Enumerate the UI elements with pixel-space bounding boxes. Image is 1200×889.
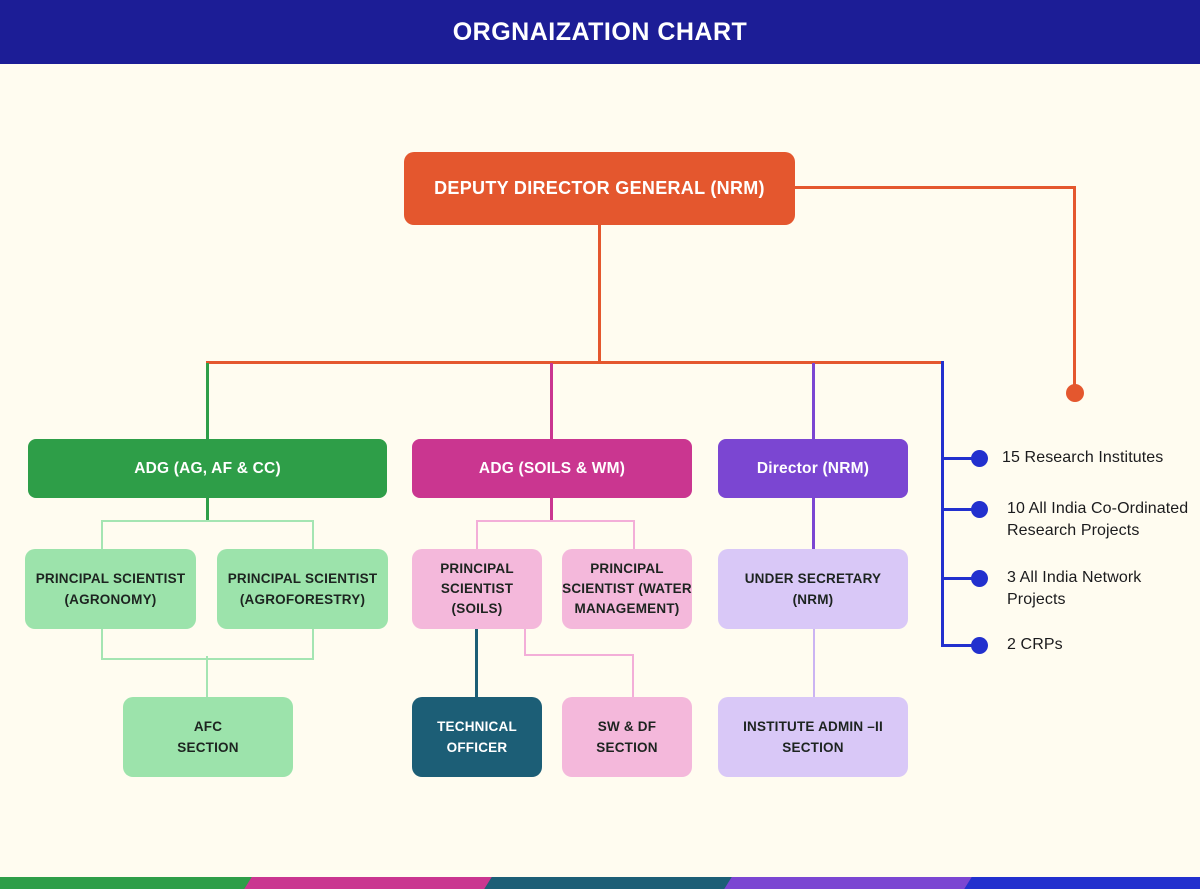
- node-label: PRINCIPAL SCIENTIST (SOILS): [440, 561, 514, 616]
- connector-institute-admin: [813, 629, 815, 697]
- node-label: Director (NRM): [756, 459, 870, 477]
- node-deputy-director-general: DEPUTY DIRECTOR GENERAL (NRM): [404, 152, 795, 225]
- connector-swdf-h: [524, 654, 634, 656]
- node-label: PRINCIPAL SCIENTIST (WATER MANAGEMENT): [562, 561, 692, 616]
- node-principal-scientist-agronomy: PRINCIPAL SCIENTIST (AGRONOMY): [25, 549, 196, 629]
- node-label: TECHNICAL OFFICER: [437, 719, 517, 755]
- connector-elbow-vertical: [1073, 186, 1076, 386]
- node-label: DEPUTY DIRECTOR GENERAL (NRM): [434, 178, 765, 198]
- node-label: AFC SECTION: [177, 719, 239, 755]
- title-bar: ORGNAIZATION CHART: [0, 0, 1200, 64]
- bracket-pink-top: [476, 520, 635, 522]
- node-adg-ag-af-cc: ADG (AG, AF & CC): [28, 439, 387, 498]
- footer-stripe-teal: [484, 877, 734, 889]
- connector-swdf-v1: [524, 629, 526, 656]
- node-label: SW & DF SECTION: [596, 719, 658, 755]
- bracket-pink-left: [476, 520, 478, 552]
- annotation-branch-2: [941, 508, 979, 511]
- node-label: UNDER SECRETARY (NRM): [744, 571, 882, 607]
- connector-drop-director: [812, 363, 815, 439]
- connector-adg-ag-stub: [206, 497, 209, 521]
- node-label: ADG (AG, AF & CC): [134, 459, 281, 477]
- node-label: INSTITUTE ADMIN –II SECTION: [743, 719, 883, 755]
- annotation-dot-2: [971, 501, 988, 518]
- bracket-pink-right: [633, 520, 635, 552]
- footer-stripe-magenta: [244, 877, 494, 889]
- node-principal-scientist-agroforestry: PRINCIPAL SCIENTIST (AGROFORESTRY): [217, 549, 388, 629]
- connector-technical-officer: [475, 629, 478, 697]
- annotation-research-institutes: 15 Research Institutes: [1002, 449, 1164, 466]
- node-label: PRINCIPAL SCIENTIST (AGRONOMY): [35, 571, 186, 607]
- annotation-dot-1: [971, 450, 988, 467]
- node-under-secretary-nrm: UNDER SECRETARY (NRM): [718, 549, 908, 629]
- node-adg-soils-wm: ADG (SOILS & WM): [412, 439, 692, 498]
- node-principal-scientist-soils: PRINCIPAL SCIENTIST (SOILS): [412, 549, 542, 629]
- orange-terminal-dot: [1066, 384, 1084, 402]
- connector-drop-adg-ag: [206, 363, 209, 439]
- connector-adg-soils-stub: [550, 497, 553, 521]
- annotation-branch-4: [941, 644, 979, 647]
- node-label: ADG (SOILS & WM): [478, 459, 626, 477]
- connector-afc-stub: [206, 656, 208, 697]
- connector-elbow-horizontal: [795, 186, 1076, 189]
- connector-swdf-v2: [632, 654, 634, 697]
- node-technical-officer: TECHNICAL OFFICER: [412, 697, 542, 777]
- annotation-coordinated-projects: 10 All India Co-Ordinated Research Proje…: [1007, 500, 1189, 539]
- node-director-nrm: Director (NRM): [718, 439, 908, 498]
- annotation-dot-4: [971, 637, 988, 654]
- annotation-network-projects: 3 All India Network Projects: [1007, 569, 1142, 608]
- connector-drop-adg-soils: [550, 363, 553, 439]
- node-institute-admin-ii-section: INSTITUTE ADMIN –II SECTION: [718, 697, 908, 777]
- page-title: ORGNAIZATION CHART: [452, 17, 748, 46]
- footer-stripe-green: [0, 877, 254, 889]
- annotation-dot-3: [971, 570, 988, 587]
- annotation-crps: 2 CRPs: [1007, 636, 1063, 653]
- node-sw-df-section: SW & DF SECTION: [562, 697, 692, 777]
- node-principal-scientist-water-management: PRINCIPAL SCIENTIST (WATER MANAGEMENT): [562, 549, 692, 629]
- connector-under-secretary: [812, 497, 815, 549]
- footer-stripe-purple: [724, 877, 974, 889]
- node-label: PRINCIPAL SCIENTIST (AGROFORESTRY): [227, 571, 378, 607]
- connector-root-horizontal: [206, 361, 944, 364]
- annotation-branch-1: [941, 457, 979, 460]
- connector-root-vertical: [598, 225, 601, 363]
- annotation-branch-3: [941, 577, 979, 580]
- node-afc-section: AFC SECTION: [123, 697, 293, 777]
- footer-stripes: [0, 877, 1200, 889]
- footer-stripe-blue: [964, 877, 1200, 889]
- annotation-spine: [941, 361, 944, 647]
